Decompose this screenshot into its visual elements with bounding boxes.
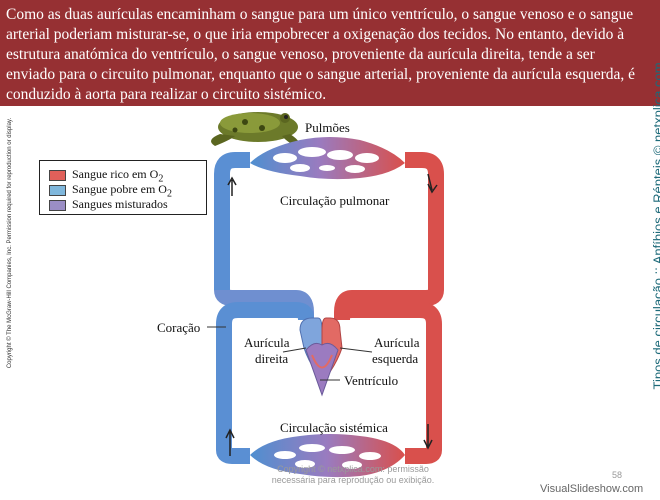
watermark: VisualSlideshow.com <box>540 483 644 495</box>
legend-item-mixed: Sangues misturados <box>49 197 168 211</box>
text-banner: Como as duas aurículas encaminham o sang… <box>0 0 660 106</box>
label-auricula-esquerda-1: Aurícula <box>374 335 420 350</box>
footer-copyright: Copyright © netxplica.com: permissão nec… <box>258 464 448 486</box>
lung-capillary-bed <box>250 137 405 180</box>
banner-text: Como as duas aurículas encaminham o sang… <box>6 6 636 103</box>
legend-swatch <box>49 199 66 211</box>
legend-item-oxygen-poor: Sangue pobre em O2 <box>49 182 172 199</box>
label-auricula-direita-2: direita <box>255 351 289 366</box>
legend-swatch <box>49 184 66 196</box>
label-circulacao-sistemica: Circulação sistémica <box>280 420 388 435</box>
footer-line-2: necessária para reprodução ou exibição. <box>271 475 435 485</box>
label-auricula-direita-1: Aurícula <box>244 335 290 350</box>
label-pulmoes: Pulmões <box>305 120 350 135</box>
footer-line-1: Copyright © netxplica.com: permissão <box>277 464 429 474</box>
legend: Sangue rico em O2 Sangue pobre em O2 San… <box>39 160 207 215</box>
label-circulacao-pulmonar: Circulação pulmonar <box>280 193 390 208</box>
legend-swatch <box>49 169 66 181</box>
page-number: 58 <box>612 470 623 480</box>
legend-item-oxygen-rich: Sangue rico em O2 <box>49 167 163 184</box>
frog-image <box>211 112 300 147</box>
label-coracao: Coração <box>157 320 201 335</box>
heart <box>299 317 343 397</box>
pulmonary-circuit <box>214 152 444 318</box>
label-auricula-esquerda-2: esquerda <box>372 351 419 366</box>
systemic-capillary-bed <box>225 424 433 478</box>
label-ventriculo: Ventrículo <box>344 373 399 388</box>
